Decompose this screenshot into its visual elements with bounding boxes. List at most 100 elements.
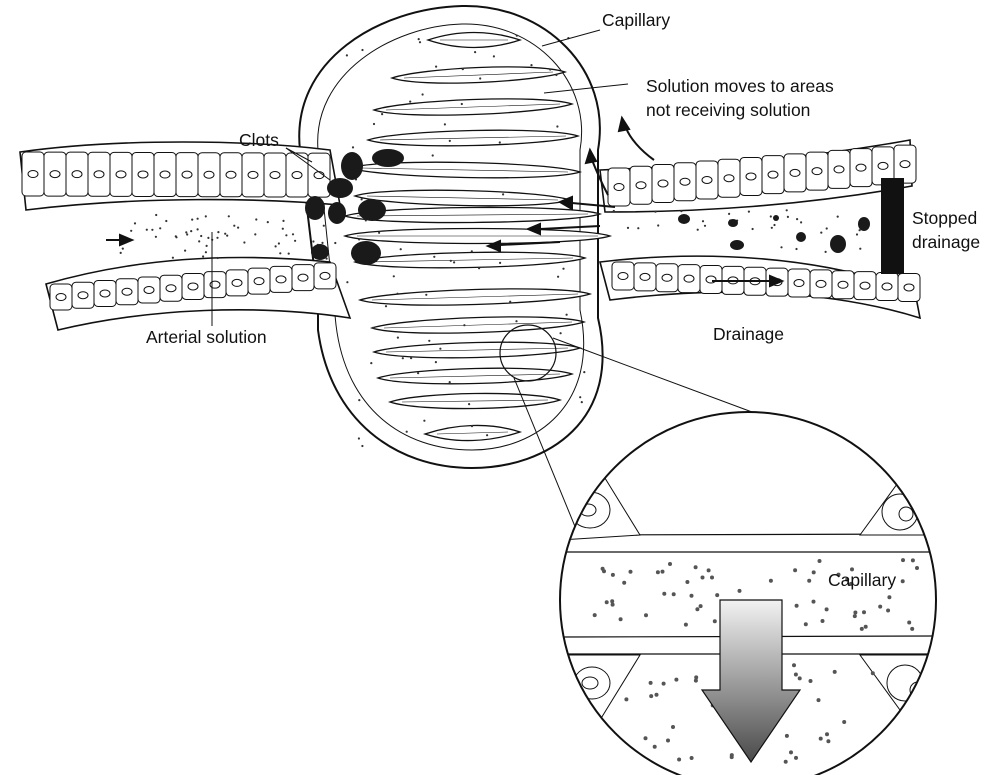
cell-nucleus (900, 161, 910, 168)
inset-particle (730, 755, 734, 759)
label-capillary-inset: Capillary (828, 570, 896, 591)
solution-particle (530, 64, 532, 66)
solution-particle (282, 228, 284, 230)
solution-particle (826, 227, 828, 229)
solution-particle (292, 233, 294, 235)
solution-particle (205, 215, 207, 217)
cell-nucleus (658, 180, 668, 187)
solution-particle (613, 210, 615, 212)
inset-particle (842, 720, 846, 724)
label-clots: Clots (239, 130, 279, 151)
solution-particle (370, 362, 372, 364)
cell-nucleus (790, 169, 800, 176)
inset-particle (807, 579, 811, 583)
cell-nucleus (834, 166, 844, 173)
solution-particle (207, 237, 209, 239)
solution-particle (449, 140, 451, 142)
solution-particle (381, 113, 383, 115)
solution-particle (453, 261, 455, 263)
inset-particle (684, 623, 688, 627)
inset-particle (864, 625, 868, 629)
solution-particle (450, 260, 452, 262)
inset-particle (644, 613, 648, 617)
solution-particle (556, 125, 558, 127)
label-capillary-top: Capillary (602, 10, 670, 31)
solution-particle (146, 229, 148, 231)
solution-particle (422, 93, 424, 95)
solution-particle (165, 220, 167, 222)
solution-particle (159, 227, 161, 229)
solution-particle (435, 361, 437, 363)
inset-particle (713, 619, 717, 623)
solution-particle (825, 251, 827, 253)
solution-particle (773, 224, 775, 226)
solution-particle (200, 235, 202, 237)
inset-particle (809, 679, 813, 683)
solution-particle (432, 154, 434, 156)
cell-nucleus (122, 288, 132, 295)
solution-particle (233, 225, 235, 227)
inset-particle (644, 736, 648, 740)
inset-particle (915, 566, 919, 570)
solution-particle (516, 35, 518, 37)
solution-particle (361, 445, 363, 447)
solution-particle (771, 227, 773, 229)
solution-particle (657, 224, 659, 226)
solution-particle (493, 55, 495, 57)
inset-particle (901, 558, 905, 562)
solution-particle (400, 248, 402, 250)
solution-particle (224, 233, 226, 235)
cell-nucleus (702, 176, 712, 183)
label-stopped-2: drainage (912, 232, 980, 253)
cell-nucleus (50, 171, 60, 178)
cell-nucleus (94, 171, 104, 178)
inset-particle (622, 581, 626, 585)
solution-particle (373, 123, 375, 125)
cell-nucleus (204, 171, 214, 178)
inset-particle (666, 739, 670, 743)
cell-nucleus (812, 168, 822, 175)
inset-particle (710, 576, 714, 580)
solution-particle (352, 146, 354, 148)
cell-nucleus (320, 272, 330, 279)
inset-particle (794, 673, 798, 677)
solution-particle (502, 193, 504, 195)
inset-particle (910, 627, 914, 631)
inset-particle (907, 621, 911, 625)
solution-particle (358, 238, 360, 240)
solution-particle (463, 324, 465, 326)
cell-nucleus (878, 162, 888, 169)
solution-particle (479, 77, 481, 79)
inset-particle (655, 693, 659, 697)
stopped-drainage-bar (881, 178, 904, 274)
solution-particle (444, 123, 446, 125)
solution-particle (226, 235, 228, 237)
cell-nucleus (662, 274, 672, 281)
cell-nucleus (636, 182, 646, 189)
solution-particle (155, 236, 157, 238)
solution-particle (468, 403, 470, 405)
cell-nucleus (298, 274, 308, 281)
cell-nucleus (144, 286, 154, 293)
solution-particle (462, 68, 464, 70)
solution-particle (419, 41, 421, 43)
clot (341, 152, 363, 180)
inset-particle (685, 580, 689, 584)
solution-particle (216, 237, 218, 239)
label-solution-moves-2: not receiving solution (646, 100, 810, 121)
solution-particle (402, 357, 404, 359)
solution-particle (417, 372, 419, 374)
cell-nucleus (248, 171, 258, 178)
inset-particle (819, 737, 823, 741)
clot (311, 244, 329, 260)
cell-nucleus (188, 283, 198, 290)
solution-particle (581, 401, 583, 403)
solution-particle (172, 257, 174, 259)
inset-particle (690, 756, 694, 760)
solution-particle (202, 255, 204, 257)
clot (372, 149, 404, 167)
inset-particle (911, 558, 915, 562)
inset-particle (878, 605, 882, 609)
solution-particle (509, 301, 511, 303)
